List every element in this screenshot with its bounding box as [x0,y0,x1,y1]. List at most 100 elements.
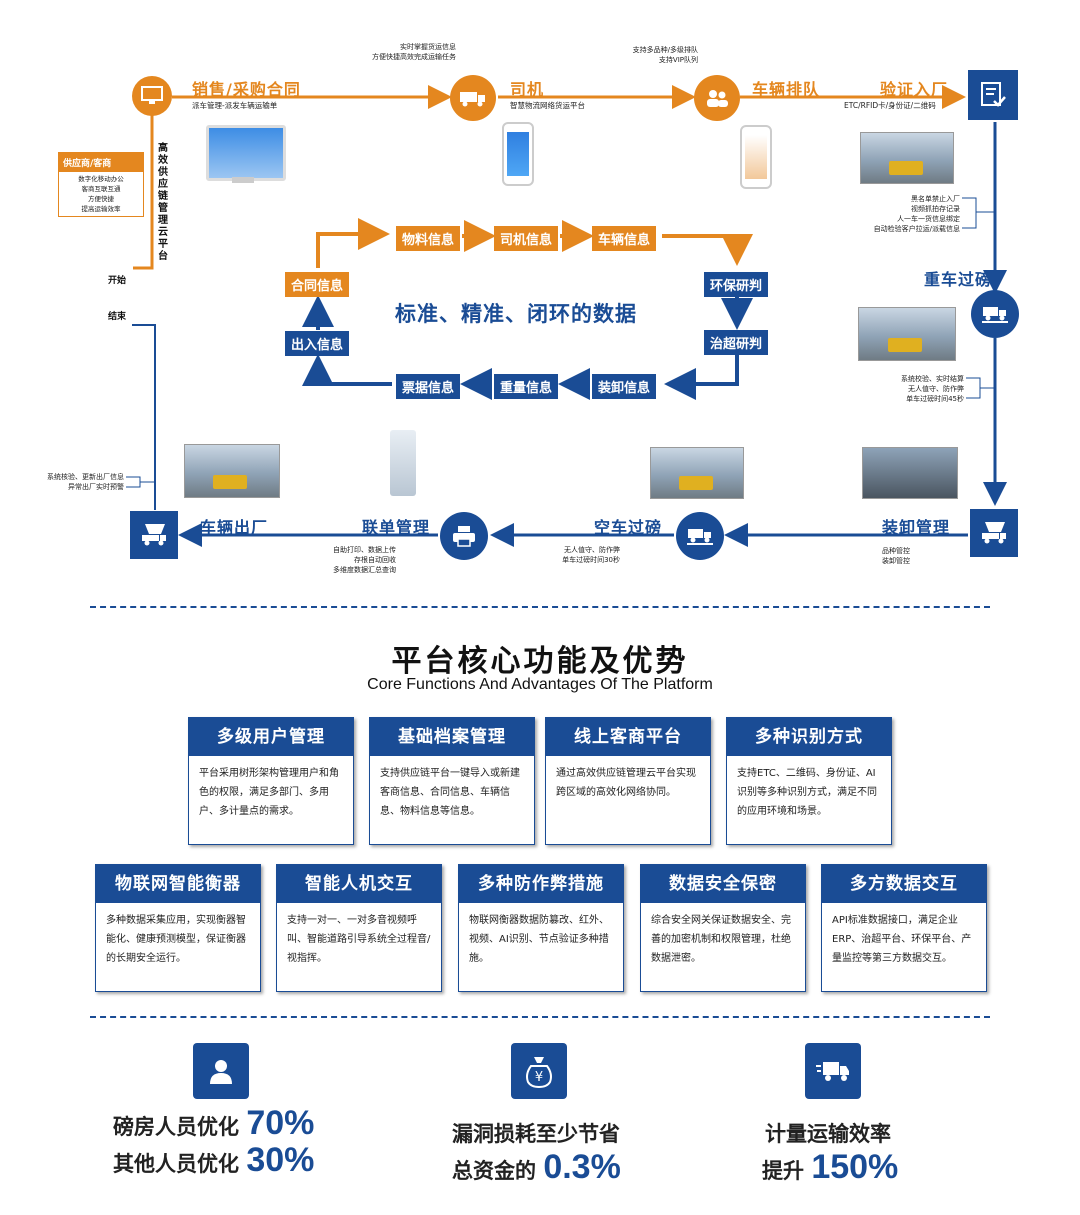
stat-text: 其他人员优化 [113,1152,247,1176]
feature-card: 智能人机交互 支持一对一、一对多音视频呼叫、智能道路引导系统全过程音/视指挥。 [276,864,442,992]
stat-line: 总资金的 0.3% [452,1148,621,1187]
heavy-note: 系统校验、实时结算 [901,375,964,383]
empty-scale-icon [676,512,724,560]
stat-line: 计量运输效率 [765,1118,891,1148]
money-bag-icon: ¥ [511,1043,567,1099]
person-icon [193,1043,249,1099]
verify-sub: ETC/RFID卡/身份证/二维码 [844,101,936,110]
loop-slogan: 标准、精准、闭环的数据 [395,302,637,326]
verify-note: 自动检验客户拉运/派载信息 [873,225,960,233]
driver-note: 实时掌握货运信息 [400,43,456,51]
start-label: 开始 [108,276,127,286]
driver-sub: 智慧物流网络货运平台 [510,101,585,110]
queue-note: 支持多品种/多级排队 [632,46,698,54]
loop-overload-check: 治超研判 [704,330,769,355]
stat-line: 磅房人员优化 70% [113,1104,314,1143]
users-icon [694,75,740,121]
joint-title: 联单管理 [362,518,431,537]
loading-photo [862,447,958,499]
loading-title: 装卸管理 [882,518,951,537]
empty-note: 单车过磅时间30秒 [562,556,620,564]
feature-card-title: 数据安全保密 [641,865,805,903]
feature-card: 数据安全保密 综合安全网关保证数据安全、完善的加密机制和权限管理，杜绝数据泄密。 [640,864,806,992]
supplier-title: 供应商/客商 [59,153,143,172]
supplier-line: 客商互联互通 [81,185,121,193]
stat-line: 提升 150% [762,1148,898,1187]
delivery-truck-icon [805,1043,861,1099]
stat-line: 漏洞损耗至少节省 [452,1118,620,1148]
loading-note: 品种管控 [882,547,910,555]
supplier-line: 方便快捷 [88,195,114,203]
heavy-note: 无人值守、防作弊 [908,385,964,393]
queue-title: 车辆排队 [752,80,821,99]
verify-title: 验证入厂 [880,80,949,99]
flow-connectors [126,85,1007,547]
stat-value: 30% [246,1141,315,1179]
feature-card-title: 物联网智能衡器 [96,865,260,903]
dump-truck-icon [970,509,1018,557]
feature-card-body: 平台采用树形架构管理用户和角色的权限，满足多部门、多用户、多计量点的需求。 [199,768,339,817]
exit-photo [184,444,280,498]
feature-card-body: 支持一对一、一对多音视频呼叫、智能道路引导系统全过程音/视指挥。 [287,915,431,964]
feature-card-title: 多级用户管理 [189,718,353,756]
driver-phone-image [502,122,534,186]
stat-value: 0.3% [543,1148,621,1186]
feature-card-body: 多种数据采集应用，实现衡器智能化、健康预测模型，保证衡器的长期安全运行。 [106,915,246,964]
driver-note: 方便快捷高效完成运输任务 [372,53,456,61]
stat-text: 计量运输效率 [765,1122,891,1146]
exit-truck-icon [130,511,178,559]
loop-contract-info: 合同信息 [285,272,350,297]
empty-weigh-title: 空车过磅 [594,518,663,537]
supplier-line: 数字化移动办公 [78,175,124,183]
stat-text: 磅房人员优化 [113,1115,247,1139]
loop-env-check: 环保研判 [704,272,769,297]
feature-card-title: 线上客商平台 [546,718,710,756]
platform-vertical-label: 高效供应链管理云平台 [158,143,168,262]
svg-text:¥: ¥ [535,1070,543,1085]
kiosk-image [390,430,416,496]
stat-text: 总资金的 [452,1159,544,1183]
stat-value: 70% [246,1104,315,1142]
verify-note: 黑名单禁止入厂 [911,195,960,203]
features-subtitle: Core Functions And Advantages Of The Pla… [367,676,713,693]
feature-card: 多种识别方式 支持ETC、二维码、身份证、AI识别等多种识别方式，满足不同的应用… [726,717,892,845]
empty-scale-photo [650,447,744,499]
feature-card: 基础档案管理 支持供应链平台一键导入或新建客商信息、合同信息、车辆信息、物料信息… [369,717,535,845]
feature-card: 多方数据交互 API标准数据接口，满足企业ERP、治超平台、环保平台、产量监控等… [821,864,987,992]
feature-card-title: 智能人机交互 [277,865,441,903]
feature-card-title: 多种识别方式 [727,718,891,756]
queue-phone-image [740,125,772,189]
stat-text: 漏洞损耗至少节省 [452,1122,620,1146]
sales-title: 销售/采购合同 [192,80,301,99]
loop-vehicle-info: 车辆信息 [592,226,657,251]
feature-card: 多级用户管理 平台采用树形架构管理用户和角色的权限，满足多部门、多用户、多计量点… [188,717,354,845]
feature-card-body: 综合安全网关保证数据安全、完善的加密机制和权限管理，杜绝数据泄密。 [651,915,791,964]
loading-note: 装卸管控 [882,557,910,565]
truck-icon [450,75,496,121]
verify-note: 人一车一货信息绑定 [897,215,960,223]
exit-title: 车辆出厂 [200,518,269,537]
heavy-scale-photo [858,307,956,361]
loop-load-info: 装卸信息 [592,374,657,399]
stat-value: 150% [811,1148,899,1186]
heavy-weigh-title: 重车过磅 [924,270,993,289]
desktop-image [206,125,286,181]
feature-card-title: 多方数据交互 [822,865,986,903]
loop-material-info: 物料信息 [396,226,461,251]
loop-ticket-info: 票据信息 [396,374,461,399]
stat-line: 其他人员优化 30% [113,1141,314,1180]
joint-note: 自助打印、数据上传 [333,546,396,554]
feature-card-body: 物联网衡器数据防篡改、红外、视频、AI识别、节点验证多种措施。 [469,915,609,964]
feature-card-body: 支持ETC、二维码、身份证、AI识别等多种识别方式，满足不同的应用环境和场景。 [737,768,877,817]
supplier-line: 提高运输效率 [81,205,121,213]
feature-card-body: 通过高效供应链管理云平台实现跨区域的高效化网络协同。 [556,768,696,798]
joint-note: 存根自动回收 [354,556,396,564]
supplier-box: 供应商/客商 数字化移动办公 客商互联互通 方便快捷 提高运输效率 [58,152,144,217]
divider [90,1016,990,1018]
divider [90,606,990,608]
loop-driver-info: 司机信息 [494,226,559,251]
loop-inout-info: 出入信息 [285,331,350,356]
checklist-icon [968,70,1018,120]
empty-note: 无人值守、防作弊 [564,546,620,554]
queue-note: 支持VIP队列 [658,56,698,64]
